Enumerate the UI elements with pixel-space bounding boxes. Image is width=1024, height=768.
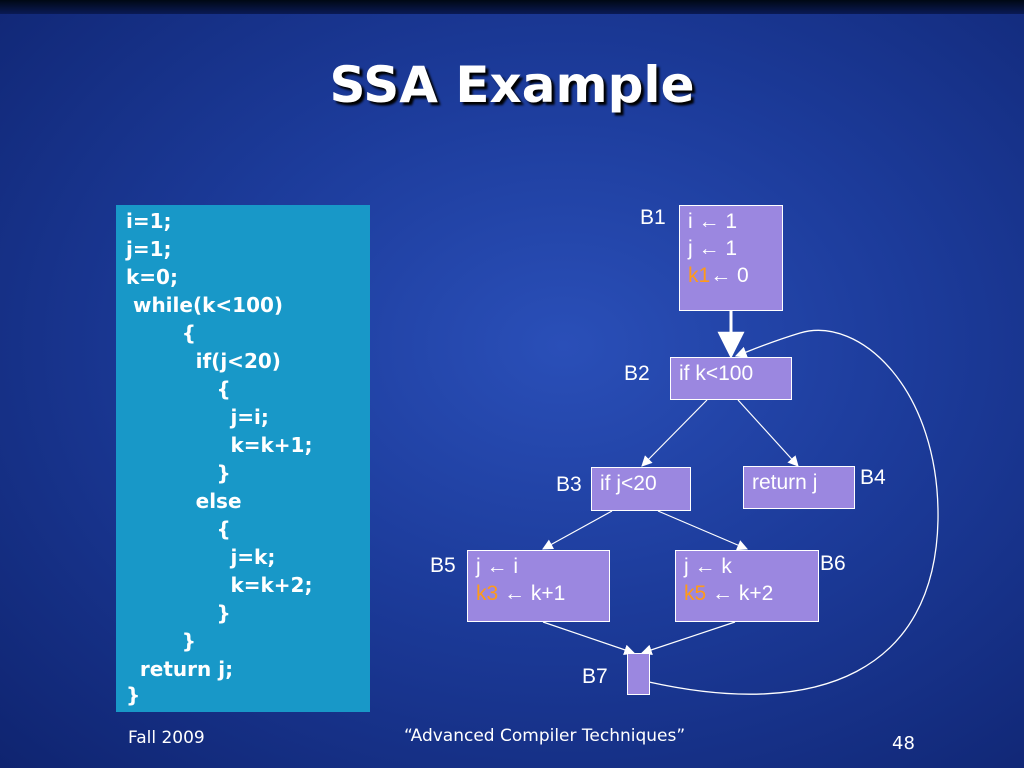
cfg-node-b1: i ← 1 j ← 1 k1← 0: [679, 205, 783, 311]
code-line: }: [126, 683, 141, 707]
b5-line2: k3 ← k+1: [476, 580, 601, 607]
b5-line1: j ← i: [476, 555, 518, 578]
b2-text: if k<100: [679, 362, 754, 385]
b1-line3: k1← 0: [688, 262, 774, 289]
code-line: if(j<20): [126, 349, 281, 373]
b6-line1: j ← k: [684, 555, 732, 578]
edge-b2-b3: [641, 399, 708, 467]
block-label-b3: B3: [556, 473, 582, 496]
code-line: {: [126, 517, 231, 541]
code-line: else: [126, 489, 242, 513]
block-label-b7: B7: [582, 665, 608, 688]
b4-text: return j: [752, 471, 818, 494]
cfg-node-b3: if j<20: [591, 467, 691, 511]
b5-line2-rest: ← k+1: [498, 582, 566, 605]
cfg-node-b2: if k<100: [670, 357, 792, 400]
code-line: {: [126, 321, 196, 345]
block-label-b4: B4: [860, 466, 886, 489]
cfg-node-b7: [627, 653, 650, 695]
edge-b3-b6: [657, 510, 748, 551]
code-line: i=1;: [126, 209, 172, 233]
cfg-node-b6: j ← k k5 ← k+2: [675, 550, 819, 622]
code-line: }: [126, 601, 231, 625]
source-code-panel: i=1; j=1; k=0; while(k<100) { if(j<20) {…: [116, 205, 370, 712]
code-line: j=i;: [126, 405, 269, 429]
edge-b3-b5: [542, 510, 613, 550]
code-line: }: [126, 461, 231, 485]
b3-text: if j<20: [600, 472, 657, 495]
code-line: while(k<100): [126, 293, 284, 317]
code-line: k=k+1;: [126, 433, 313, 457]
code-line: }: [126, 629, 196, 653]
code-line: j=1;: [126, 237, 172, 261]
b1-version-var: k1: [688, 264, 711, 287]
b6-version-var: k5: [684, 582, 707, 605]
code-line: k=k+2;: [126, 573, 313, 597]
b1-line3-rest: ← 0: [710, 264, 749, 287]
slide-title: SSA Example: [329, 56, 695, 114]
b6-line2-rest: ← k+2: [706, 582, 774, 605]
edge-b6-b7: [640, 621, 736, 656]
code-line: j=k;: [126, 545, 276, 569]
code-line: {: [126, 377, 231, 401]
page-number: 48: [892, 733, 915, 754]
cfg-node-b4: return j: [743, 466, 855, 509]
footer-date: Fall 2009: [128, 728, 205, 748]
footer-course-title: “Advanced Compiler Techniques”: [404, 726, 686, 746]
block-label-b6: B6: [820, 552, 846, 575]
cfg-node-b5: j ← i k3 ← k+1: [467, 550, 610, 622]
b5-version-var: k3: [476, 582, 499, 605]
b6-line2: k5 ← k+2: [684, 580, 810, 607]
block-label-b5: B5: [430, 554, 456, 577]
code-line: k=0;: [126, 265, 178, 289]
top-bar: [0, 0, 1024, 14]
code-line: return j;: [126, 657, 234, 681]
block-label-b1: B1: [640, 206, 666, 229]
edge-b2-b4: [737, 399, 799, 467]
b1-line1: i ← 1: [688, 210, 738, 233]
edge-b7-b2: [648, 329, 939, 695]
block-label-b2: B2: [624, 362, 650, 385]
edge-b5-b7: [542, 621, 636, 655]
b1-line2: j ← 1: [688, 237, 738, 260]
